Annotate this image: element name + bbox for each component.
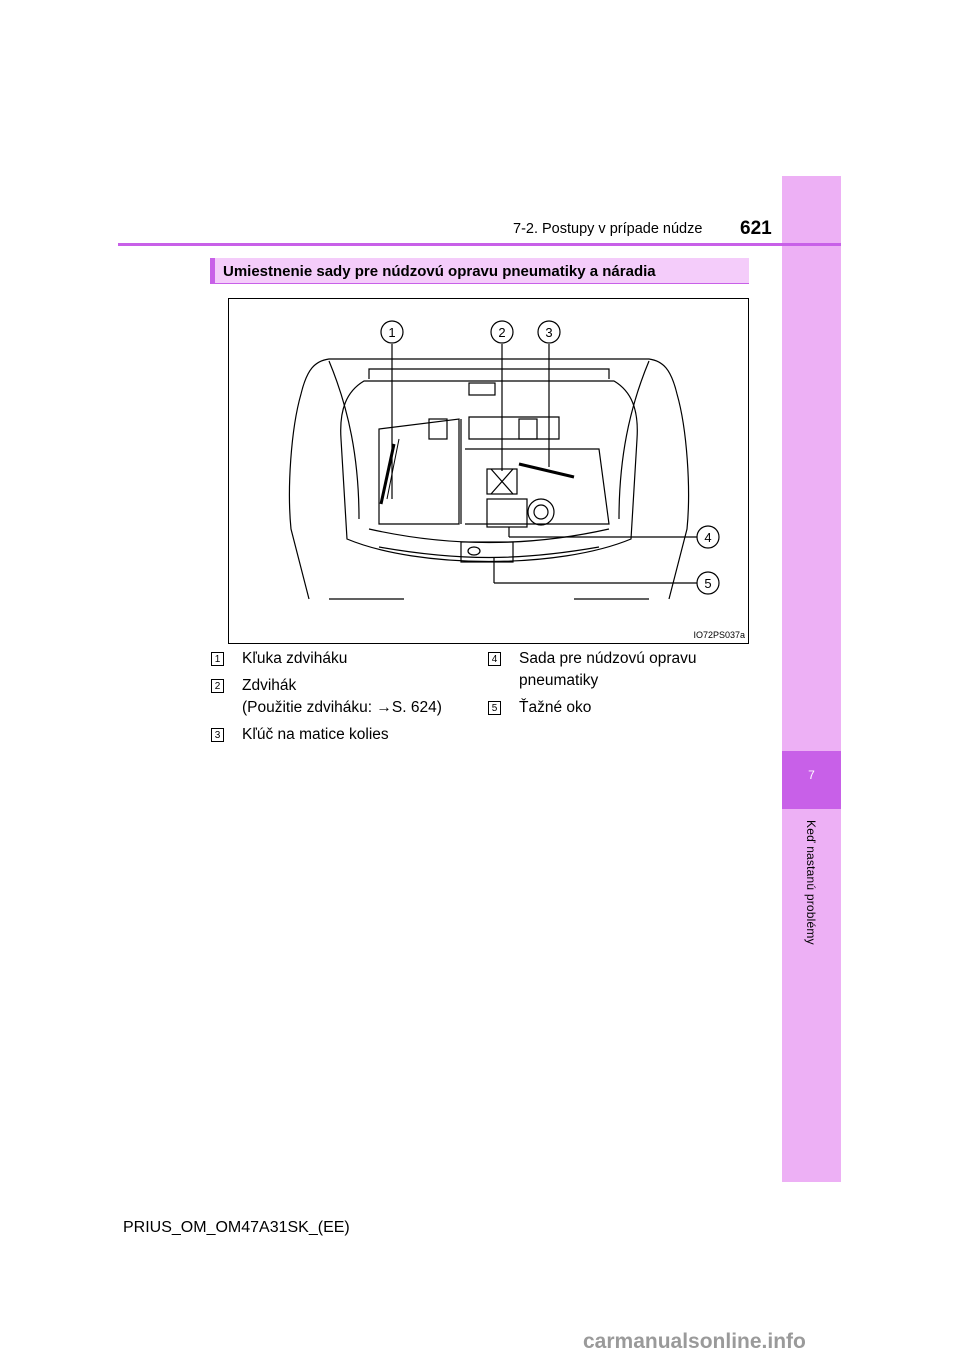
item-text-2: (Použitie zdviháku: →S. 624) [242, 699, 442, 716]
callout-4: 4 [704, 530, 711, 545]
chapter-title: Keď nastanú problémy [804, 820, 818, 945]
item-number: 1 [211, 652, 224, 666]
item-number: 4 [488, 652, 501, 666]
item-text: Zdvihák [242, 677, 297, 694]
item-text: Kľúč na matice kolies [242, 726, 389, 743]
footer-code: PRIUS_OM_OM47A31SK_(EE) [123, 1219, 350, 1236]
item-text: Ťažné oko [519, 699, 592, 716]
chapter-number: 7 [808, 768, 815, 782]
trunk-drawing: 1 2 3 4 5 [288, 320, 720, 600]
item-number: 2 [211, 679, 224, 693]
header-rule [118, 243, 841, 246]
callout-5: 5 [704, 576, 711, 591]
header-section-title: 7-2. Postupy v prípade núdze [513, 221, 703, 237]
chapter-marker [782, 751, 841, 809]
side-tab [782, 176, 841, 1182]
section-heading-box [210, 258, 749, 284]
callout-2: 2 [498, 325, 505, 340]
trunk-illustration: 1 2 3 4 5 IO72PS037a [228, 298, 749, 644]
figure-code: IO72PS037a [693, 630, 745, 640]
callout-1: 1 [388, 325, 395, 340]
item-number: 3 [211, 728, 224, 742]
page-number: 621 [740, 218, 772, 239]
item-text: Sada pre núdzovú opravu [519, 650, 697, 667]
callout-3: 3 [545, 325, 552, 340]
item-text-2: pneumatiky [519, 672, 599, 689]
item-text: Kľuka zdviháku [242, 650, 348, 667]
section-heading: Umiestnenie sady pre núdzovú opravu pneu… [223, 263, 656, 280]
watermark: carmanualsonline.info [583, 1330, 806, 1353]
item-number: 5 [488, 701, 501, 715]
